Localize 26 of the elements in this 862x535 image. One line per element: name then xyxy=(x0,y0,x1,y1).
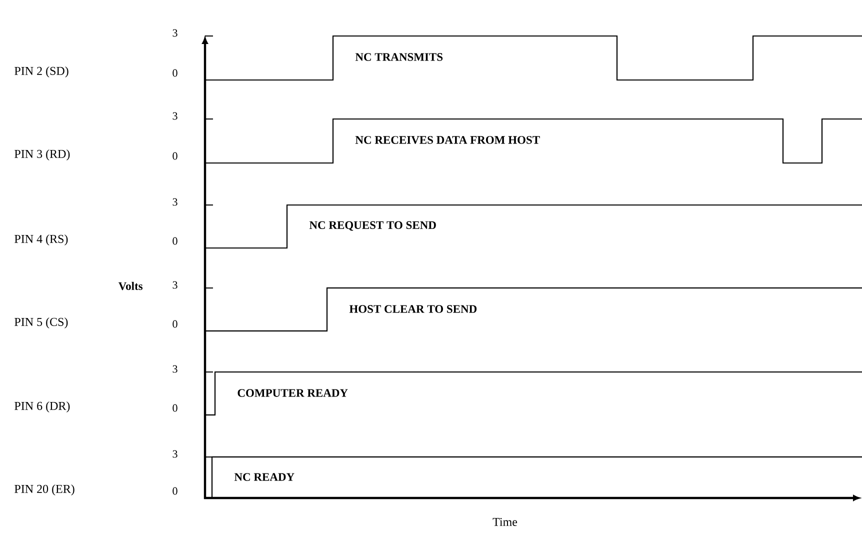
pin-label: PIN 4 (RS) xyxy=(14,234,68,246)
voltage-label: 3 xyxy=(172,450,178,458)
pin-label: PIN 5 (CS) xyxy=(14,318,68,328)
pin-label: PIN 20 (ER) xyxy=(14,484,74,496)
voltage-label: 0 xyxy=(172,152,178,160)
pin-label: PIN 2 (SD) xyxy=(14,66,68,78)
signal-label: HOST CLEAR TO SEND xyxy=(349,305,477,313)
signal-label: NC TRANSMITS xyxy=(355,53,443,61)
voltage-label: 0 xyxy=(172,404,178,412)
voltage-label: 3 xyxy=(172,112,178,120)
voltage-label: 0 xyxy=(172,320,178,328)
voltage-label: 3 xyxy=(172,198,178,206)
signal-label: NC READY xyxy=(234,473,294,481)
pin-label: PIN 3 (RD) xyxy=(14,150,70,160)
voltage-label: 3 xyxy=(172,29,178,37)
pin-label: PIN 6 (DR) xyxy=(14,402,70,412)
voltage-label: 0 xyxy=(172,237,178,245)
axis-title: Volts xyxy=(118,282,143,290)
signal-label: NC RECEIVES DATA FROM HOST xyxy=(355,136,540,144)
axis-title: Time xyxy=(492,518,518,526)
signal-label: COMPUTER READY xyxy=(238,389,348,397)
voltage-label: 0 xyxy=(172,487,178,495)
voltage-label: 3 xyxy=(172,365,178,373)
voltage-label: 0 xyxy=(172,69,178,77)
signal-label: NC REQUEST TO SEND xyxy=(309,221,436,231)
voltage-label: 3 xyxy=(172,281,178,289)
